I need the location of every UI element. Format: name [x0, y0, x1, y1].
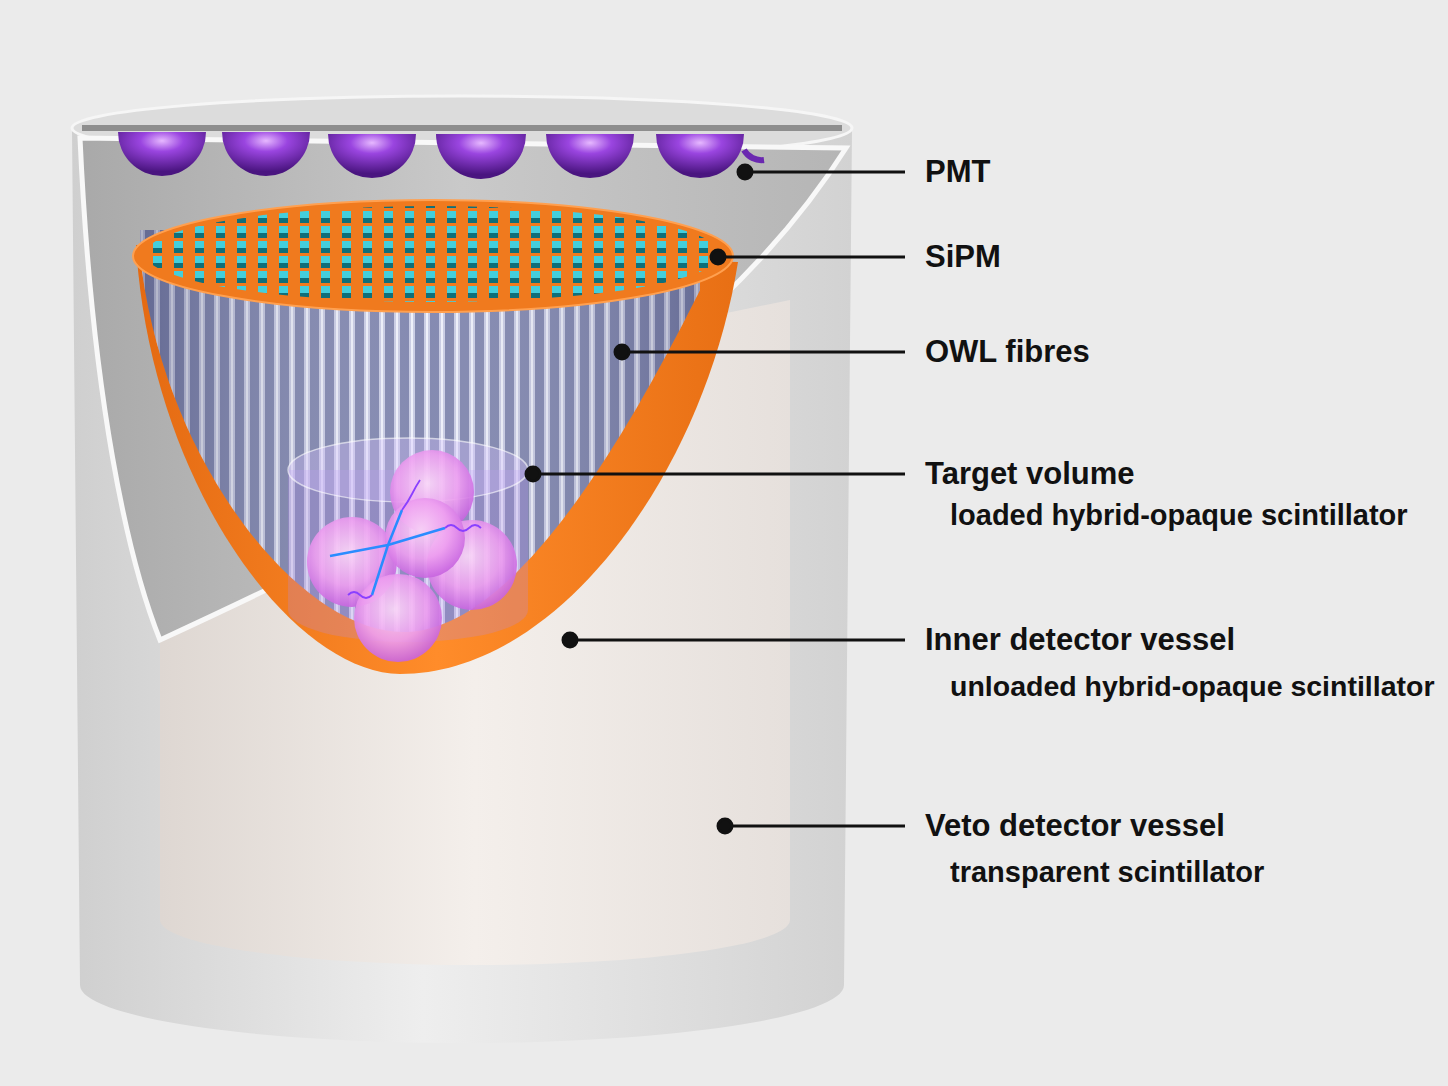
callout-label: SiPM — [925, 239, 1001, 275]
target-volume — [288, 438, 528, 662]
callout-label: OWL fibres — [925, 334, 1090, 370]
sipm-grid — [130, 195, 740, 315]
callout-label: Veto detector vessel — [925, 808, 1225, 844]
pmt-row — [118, 132, 764, 179]
callout-label: transparent scintillator — [950, 856, 1264, 889]
lid-edge — [82, 125, 842, 131]
callout-label: Inner detector vessel — [925, 622, 1235, 658]
callout-label: Target volume — [925, 456, 1135, 492]
callout-label: PMT — [925, 154, 990, 190]
callout-label: unloaded hybrid-opaque scintillator — [950, 670, 1435, 703]
leader-lines — [526, 165, 905, 833]
veto-vessel-body — [72, 130, 852, 1043]
callout-label: loaded hybrid-opaque scintillator — [950, 499, 1408, 532]
